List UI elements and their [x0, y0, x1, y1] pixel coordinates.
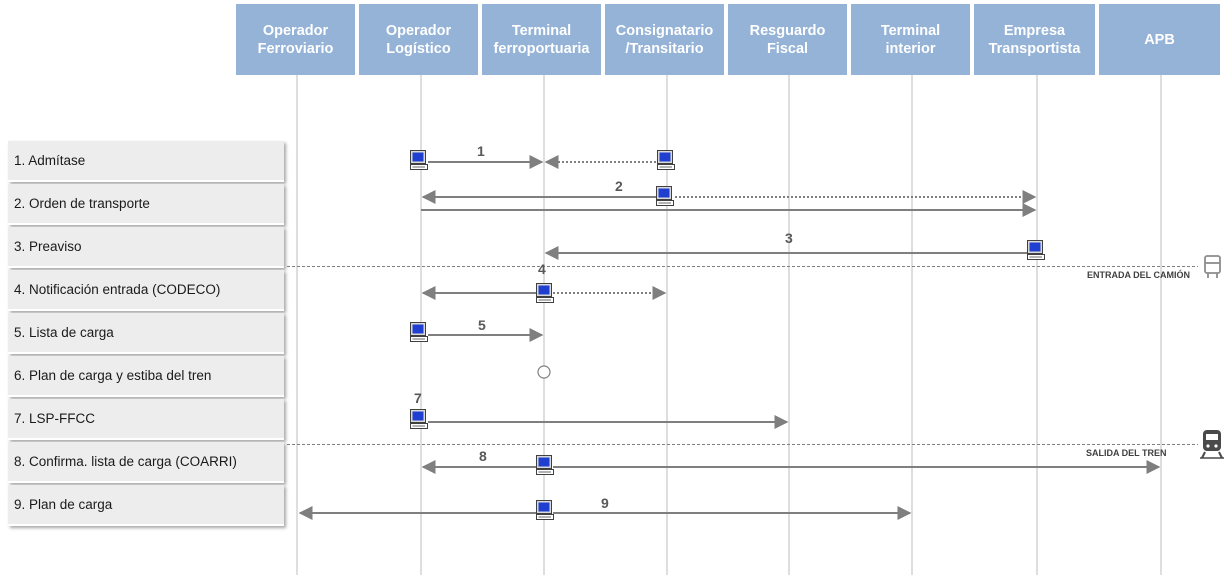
message-number-8: 8	[479, 448, 487, 464]
computer-icon	[536, 283, 554, 303]
actor-header-operador-logistico: Operador Logístico	[359, 4, 478, 75]
actor-header-terminal-interior: Terminal interior	[851, 4, 970, 75]
computer-icon	[1027, 240, 1045, 260]
actor-header-empresa-transportista: Empresa Transportista	[974, 4, 1095, 75]
message-number-9: 9	[601, 495, 609, 511]
step-label-9: 9. Plan de carga	[8, 485, 284, 526]
step-label-6: 6. Plan de carga y estiba del tren	[8, 356, 284, 397]
actor-header-terminal-ferroportuaria: Terminal ferroportuaria	[482, 4, 601, 75]
truck-entry-label: ENTRADA DEL CAMIÓN	[1087, 270, 1190, 280]
step-label-7: 7. LSP-FFCC	[8, 399, 284, 440]
message-number-7: 7	[414, 390, 422, 406]
message-number-5: 5	[478, 317, 486, 333]
step-label-4: 4. Notificación entrada (CODECO)	[8, 270, 284, 311]
step-label-8: 8. Confirma. lista de carga (COARRI)	[8, 442, 284, 483]
step-label-1: 1. Admítase	[8, 141, 284, 182]
step-label-2: 2. Orden de transporte	[8, 184, 284, 225]
computer-icon	[656, 186, 674, 206]
actor-header-operador-ferroviario: Operador Ferroviario	[236, 4, 355, 75]
message-number-4: 4	[538, 261, 546, 277]
actor-header-resguardo-fiscal: Resguardo Fiscal	[728, 4, 847, 75]
actor-header-consignatario: Consignatario /Transitario	[605, 4, 724, 75]
step-label-3: 3. Preaviso	[8, 227, 284, 268]
step-label-5: 5. Lista de carga	[8, 313, 284, 354]
actor-header-apb: APB	[1099, 4, 1220, 75]
computer-icon	[536, 500, 554, 520]
circle-icon	[537, 365, 551, 379]
computer-icon	[410, 409, 428, 429]
message-number-3: 3	[785, 230, 793, 246]
train-icon	[1200, 430, 1224, 459]
computer-icon	[410, 322, 428, 342]
train-departure-label: SALIDA DEL TREN	[1086, 448, 1167, 458]
computer-icon	[657, 150, 675, 170]
computer-icon	[410, 150, 428, 170]
computer-icon	[536, 455, 554, 475]
message-number-2: 2	[615, 178, 623, 194]
truck-icon	[1204, 255, 1221, 278]
message-number-1: 1	[477, 143, 485, 159]
